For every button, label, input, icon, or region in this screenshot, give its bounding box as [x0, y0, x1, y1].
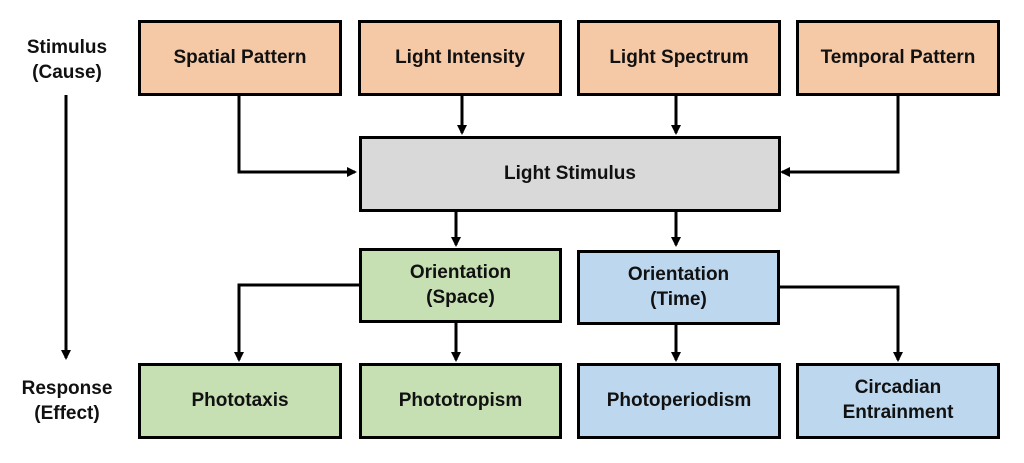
circadian-line1: Circadian [854, 377, 942, 399]
orientation-space-line1: Orientation [409, 261, 512, 283]
arrow-space-to-phototaxis [234, 283, 359, 362]
orientation-time-line2: (Time) [650, 288, 707, 310]
box-light-stimulus: Light Stimulus [359, 136, 781, 212]
box-temporal-pattern: Temporal Pattern [796, 20, 1000, 96]
temporal-pattern-text: Temporal Pattern [820, 46, 976, 68]
stimulus-cause-label: Stimulus (Cause) [2, 36, 132, 85]
arrow-spatial-to-stimulus [237, 95, 357, 177]
stimulus-label-line2: (Cause) [32, 61, 102, 83]
phototaxis-text: Phototaxis [191, 389, 289, 411]
light-intensity-text: Light Intensity [395, 46, 525, 68]
box-orientation-time: Orientation (Time) [577, 250, 780, 325]
response-label-line1: Response [21, 378, 113, 399]
box-circadian-entrainment: Circadian Entrainment [796, 363, 1000, 439]
photoperiodism-text: Photoperiodism [606, 389, 752, 411]
circadian-line2: Entrainment [842, 402, 954, 423]
box-light-spectrum: Light Spectrum [577, 20, 781, 96]
phototropism-text: Phototropism [398, 389, 523, 411]
box-light-intensity: Light Intensity [358, 20, 562, 96]
light-stimulus-text: Light Stimulus [504, 162, 636, 184]
box-spatial-pattern: Spatial Pattern [138, 20, 342, 96]
stimulus-label-line1: Stimulus [26, 37, 108, 58]
box-phototaxis: Phototaxis [138, 363, 342, 439]
arrow-time-to-circadian [780, 285, 903, 362]
response-label-line2: (Effect) [34, 402, 100, 424]
light-spectrum-text: Light Spectrum [609, 46, 749, 68]
box-photoperiodism: Photoperiodism [577, 363, 781, 439]
box-orientation-space: Orientation (Space) [359, 248, 562, 323]
response-effect-label: Response (Effect) [2, 377, 132, 426]
box-phototropism: Phototropism [359, 363, 562, 439]
orientation-time-line1: Orientation [627, 263, 730, 285]
arrow-temporal-to-stimulus [780, 95, 900, 177]
spatial-pattern-text: Spatial Pattern [173, 46, 307, 68]
orientation-space-line2: (Space) [426, 286, 495, 308]
